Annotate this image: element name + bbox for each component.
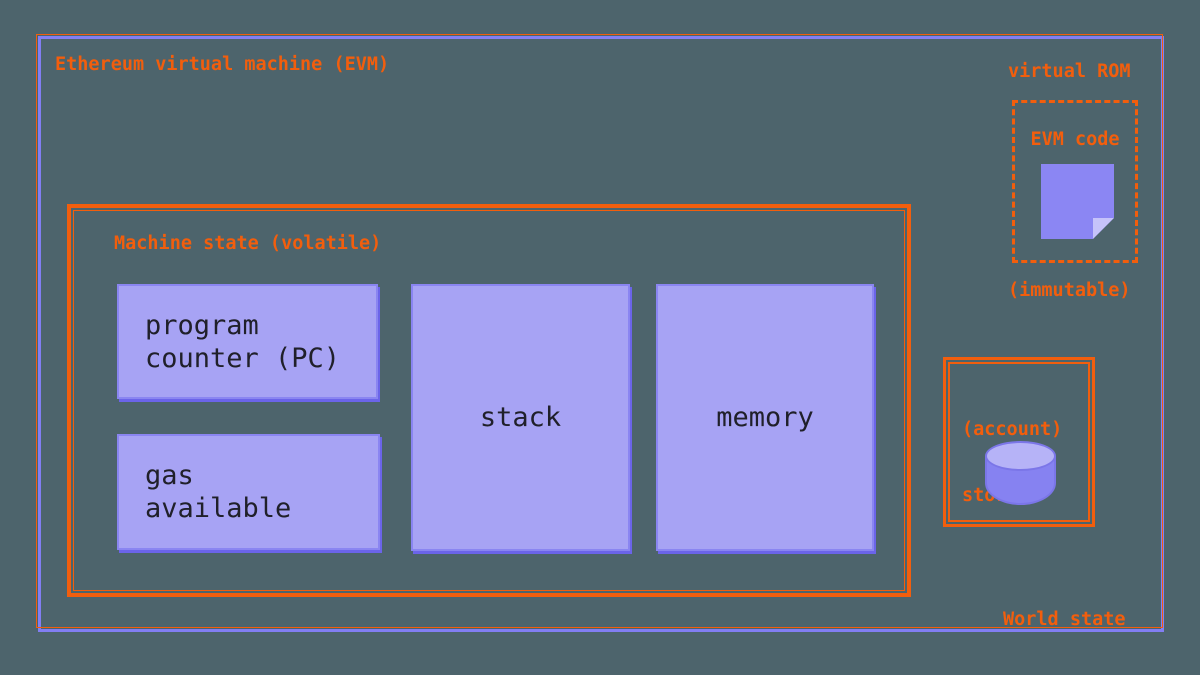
evm-code-label: EVM code bbox=[1030, 129, 1120, 150]
immutable-label: (immutable) bbox=[1008, 280, 1131, 301]
folded-corner bbox=[1093, 218, 1114, 239]
evm-title: Ethereum virtual machine (EVM) bbox=[55, 54, 390, 75]
machine-state-box bbox=[67, 204, 911, 597]
gas-available-box: gas available bbox=[117, 434, 380, 550]
stack-label: stack bbox=[479, 402, 562, 433]
memory-label: memory bbox=[716, 402, 814, 433]
virtual-rom-box: EVM code bbox=[1012, 100, 1138, 263]
memory-box: memory bbox=[656, 284, 874, 551]
gas-label-line2: available bbox=[145, 493, 292, 524]
account-storage-box: (account) storage bbox=[943, 357, 1095, 527]
gas-label-line1: gas bbox=[145, 460, 194, 491]
program-counter-box: program counter (PC) bbox=[117, 284, 378, 399]
stack-box: stack bbox=[411, 284, 630, 551]
machine-state-label: Machine state (volatile) bbox=[114, 233, 382, 254]
program-counter-label-line2: counter (PC) bbox=[145, 342, 341, 374]
virtual-rom-label: virtual ROM bbox=[1008, 61, 1131, 82]
world-state-label: World state (persistent) bbox=[1003, 609, 1126, 630]
database-cylinder-icon bbox=[985, 441, 1056, 505]
note-page-icon bbox=[1041, 164, 1114, 239]
program-counter-label-line1: program bbox=[145, 309, 259, 341]
